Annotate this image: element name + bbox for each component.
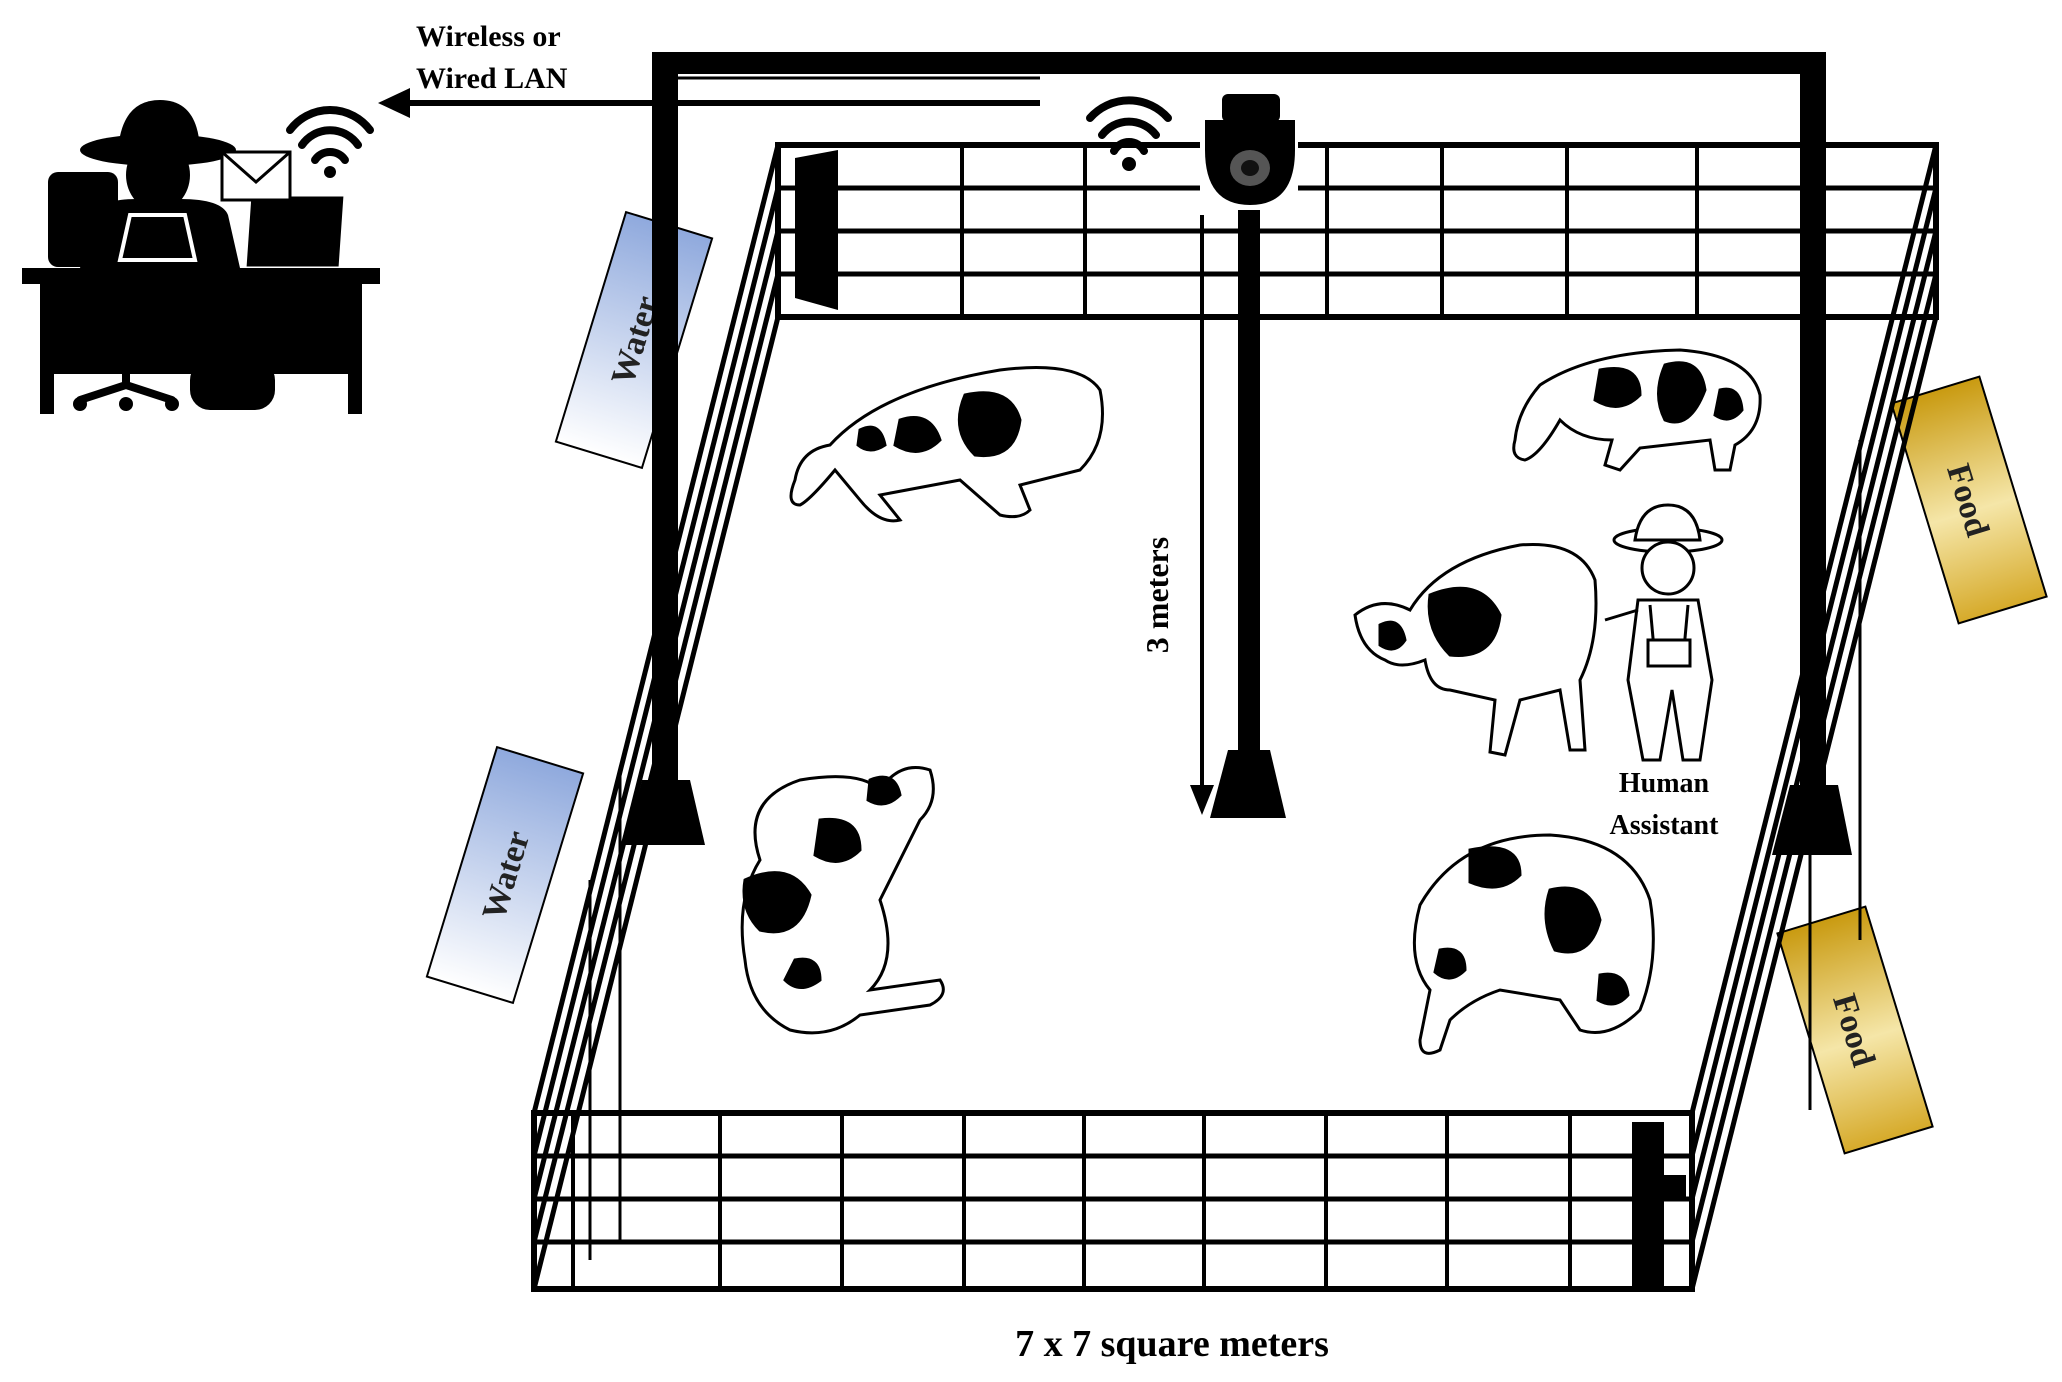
fence-back <box>775 142 1939 320</box>
frame-right-foot <box>1772 785 1852 855</box>
network-link: Wireless or Wired LAN <box>378 20 1040 118</box>
frame-left-post <box>652 52 678 812</box>
camera-pole <box>1238 210 1260 755</box>
operator-workstation <box>22 100 380 414</box>
operator-apron <box>117 213 198 262</box>
lan-label-line2: Wired LAN <box>416 62 568 95</box>
desk-leg-right <box>348 374 362 414</box>
frame-right-post <box>1800 52 1826 812</box>
operator-body <box>80 199 240 268</box>
email-icon <box>220 150 292 202</box>
cow-lying-left <box>740 766 945 1035</box>
trough-food-bottom: Food <box>1776 905 1934 1155</box>
laptop-icon <box>243 193 347 270</box>
desk-leg-left <box>40 374 54 414</box>
height-indicator: 3 meters <box>1139 215 1214 815</box>
chair-base <box>76 380 176 404</box>
trough-food-top: Food <box>1890 375 2048 625</box>
cow-grazing-right <box>1512 348 1762 472</box>
lan-arrowhead <box>378 88 410 118</box>
assistant-label-line2: Assistant <box>1610 810 1720 841</box>
assistant-label-line1: Human <box>1619 768 1710 799</box>
frame-left-foot <box>625 780 705 845</box>
surveillance-camera <box>1200 94 1298 210</box>
height-label: 3 meters <box>1139 537 1175 653</box>
operator-head <box>126 139 190 211</box>
cow-lying-right <box>1412 833 1655 1055</box>
camera-wifi-icon <box>1086 96 1172 171</box>
cow-milking <box>1353 542 1598 757</box>
human-assistant-figure <box>1604 503 1724 762</box>
operator-legs <box>190 360 275 410</box>
camera-frame <box>625 52 1852 855</box>
wifi-icon <box>286 106 374 178</box>
trough-water-top: Water <box>554 210 714 470</box>
trough-water-bottom: Water <box>425 745 585 1005</box>
lan-label-line1: Wireless or <box>416 20 561 53</box>
chair-stem <box>122 345 130 385</box>
desk-body <box>40 284 362 374</box>
fence-front <box>531 1110 1695 1292</box>
frame-top-beam <box>652 52 1822 74</box>
hat-crown <box>118 100 200 150</box>
desk-top <box>22 268 380 284</box>
area-label: 7 x 7 square meters <box>1015 1323 1329 1365</box>
camera-pole-base <box>1210 750 1286 818</box>
cow-grazing-left <box>789 366 1104 523</box>
